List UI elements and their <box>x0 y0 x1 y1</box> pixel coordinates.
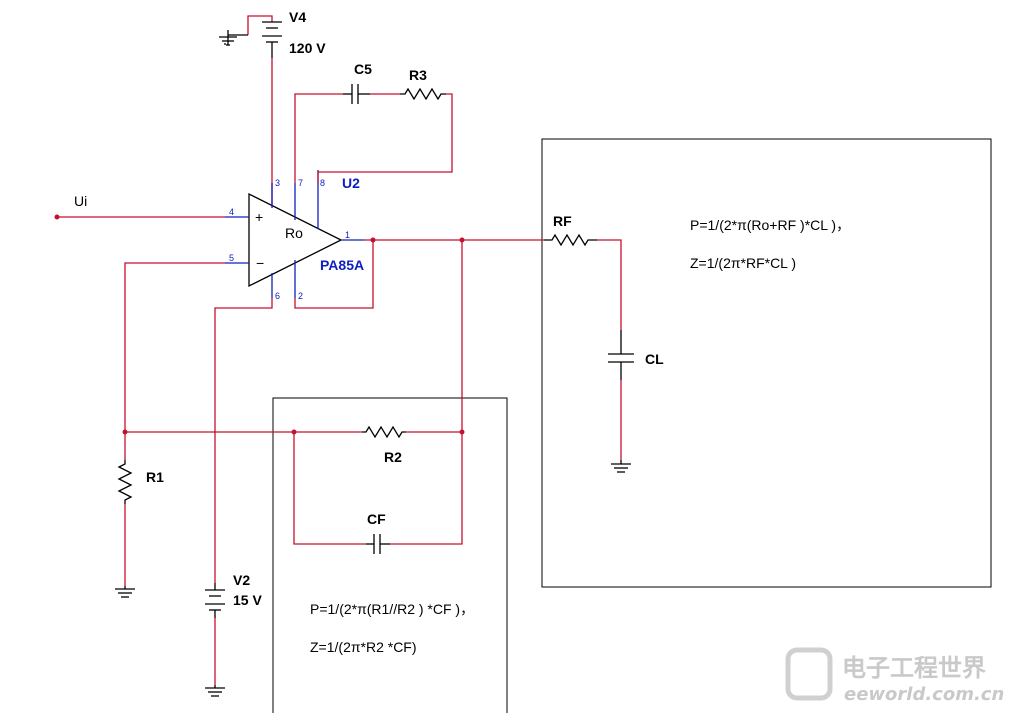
u2-label: U2 <box>342 175 360 191</box>
v2-name-label: V2 <box>233 572 250 588</box>
feedback-network-box <box>272 397 508 713</box>
pa85a-label: PA85A <box>320 257 364 273</box>
pin-3-label: 3 <box>275 178 280 188</box>
load-network <box>544 233 634 473</box>
r1-branch <box>115 262 362 598</box>
feedback-pole-formula: P=1/(2*π(R1//R2 ) *CF )， <box>310 601 474 617</box>
v2-supply <box>205 298 273 697</box>
pin-7-label: 7 <box>298 178 303 188</box>
v4-name-label: V4 <box>289 9 306 25</box>
watermark: 电子工程世界 eeworld.com.cn <box>785 647 1004 705</box>
v4-supply <box>219 15 282 207</box>
watermark-logo-icon <box>785 647 833 701</box>
load-pole-formula: P=1/(2*π(Ro+RF )*CL )， <box>690 217 850 233</box>
watermark-site-text: eeworld.com.cn <box>844 684 1004 705</box>
watermark-cn-text: 电子工程世界 <box>842 654 986 682</box>
cf-label: CF <box>367 511 386 527</box>
ro-label: Ro <box>285 225 303 241</box>
opamp-plus-sign: + <box>255 209 263 225</box>
pin-4-label: 4 <box>229 207 234 217</box>
pin-2-label: 2 <box>298 291 303 301</box>
v2-value-label: 15 V <box>233 592 262 608</box>
cl-label: CL <box>645 351 664 367</box>
pin2-sense-wire <box>294 240 374 309</box>
opamp-minus-sign: − <box>256 255 264 271</box>
pin-1-label: 1 <box>345 230 350 240</box>
r3-label: R3 <box>409 67 427 83</box>
pin-8-label: 8 <box>320 178 325 188</box>
compensation-network <box>294 84 453 183</box>
r1-label: R1 <box>146 469 164 485</box>
rf-label: RF <box>553 213 572 229</box>
ui-label: Ui <box>74 193 87 209</box>
pin-5-label: 5 <box>229 253 234 263</box>
feedback-network <box>293 425 465 554</box>
load-network-box <box>541 138 992 588</box>
pin-6-label: 6 <box>275 291 280 301</box>
c5-label: C5 <box>354 61 372 77</box>
opamp-u2 <box>225 170 364 298</box>
load-zero-formula: Z=1/(2π*RF*CL ) <box>690 255 796 271</box>
r2-label: R2 <box>384 449 402 465</box>
v4-value-label: 120 V <box>289 40 326 56</box>
feedback-zero-formula: Z=1/(2π*R2 *CF) <box>310 639 417 655</box>
